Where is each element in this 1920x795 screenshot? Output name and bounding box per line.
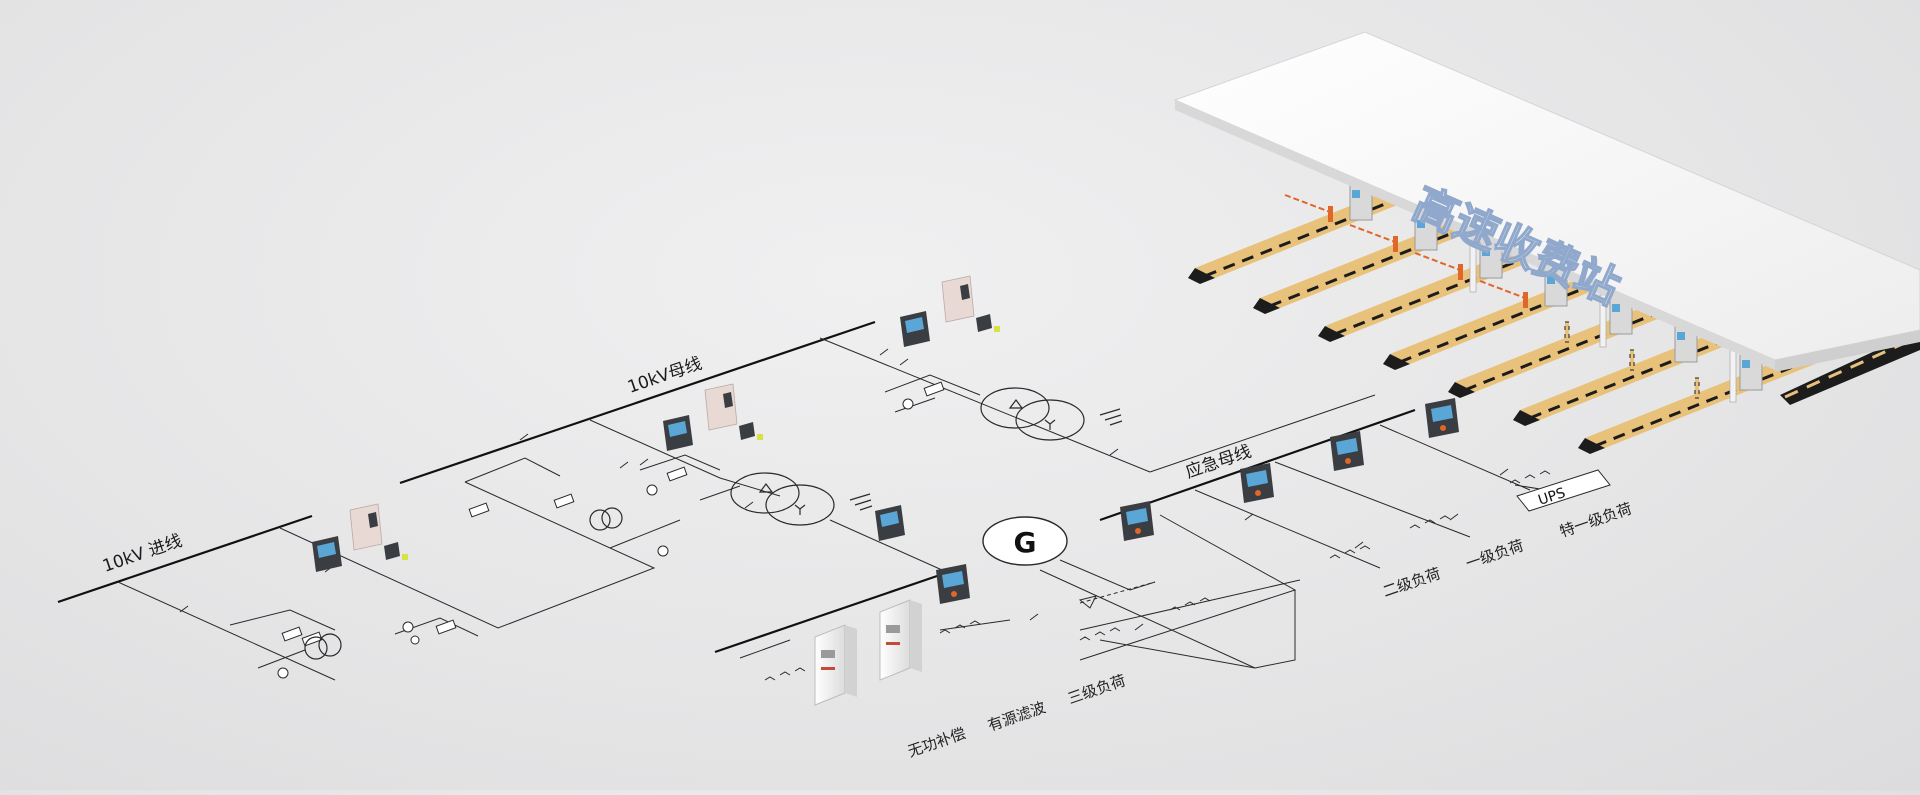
meter-device xyxy=(900,311,930,347)
cabinets xyxy=(814,599,922,706)
ct-symbols xyxy=(277,398,914,679)
bus-10kv-label: 10kV母线 xyxy=(625,354,704,398)
first-class-load-label: 一级负荷 xyxy=(1463,536,1526,573)
meter-device xyxy=(1120,501,1154,541)
breaker-symbols xyxy=(281,381,945,647)
generator-label: G xyxy=(1014,526,1037,559)
relay-device xyxy=(349,503,408,560)
low-voltage-bus xyxy=(714,573,941,654)
relay-device xyxy=(704,383,763,440)
main-transformer-2 xyxy=(980,387,1085,441)
meter-device xyxy=(875,505,905,541)
second-class-load-label: 二级负荷 xyxy=(1380,564,1443,601)
meter-device xyxy=(1330,431,1364,471)
special-first-class-load-label: 特一级负荷 xyxy=(1557,499,1634,540)
meter-device xyxy=(1425,398,1459,438)
toll-lanes xyxy=(1188,178,1920,454)
reactive-compensation-cabinet xyxy=(814,624,857,706)
load-switch-clusters xyxy=(764,470,1551,681)
meter-device xyxy=(936,564,970,604)
toll-station-illustration: 高速收费站 xyxy=(1173,31,1920,454)
circuit-wiring xyxy=(117,337,1566,681)
active-filter-cabinet xyxy=(879,599,922,681)
emergency-bus xyxy=(1099,408,1416,522)
bus-lines xyxy=(57,320,1416,654)
bus-10kv-left xyxy=(399,320,876,485)
generator-symbol: G xyxy=(982,516,1068,566)
protection-relays xyxy=(349,275,1000,560)
toll-canopy xyxy=(1173,31,1920,372)
incoming-line-bus xyxy=(57,514,313,604)
relay-device xyxy=(941,275,1000,332)
reactive-compensation-label: 无功补偿 xyxy=(905,724,968,761)
incoming-line-label: 10kV 进线 xyxy=(100,531,185,577)
switch-marks xyxy=(179,348,1509,631)
meter-device xyxy=(1240,463,1274,503)
meter-device xyxy=(312,536,342,572)
power-meters xyxy=(312,311,1459,604)
third-class-load-label: 三级负荷 xyxy=(1065,671,1128,708)
meter-device xyxy=(663,415,693,451)
static-switch-symbol xyxy=(1078,595,1097,609)
toll-barriers xyxy=(1284,194,1700,399)
transformer-symbols xyxy=(304,387,1123,660)
main-transformer-1 xyxy=(730,472,835,526)
active-filter-label: 有源滤波 xyxy=(985,698,1048,735)
